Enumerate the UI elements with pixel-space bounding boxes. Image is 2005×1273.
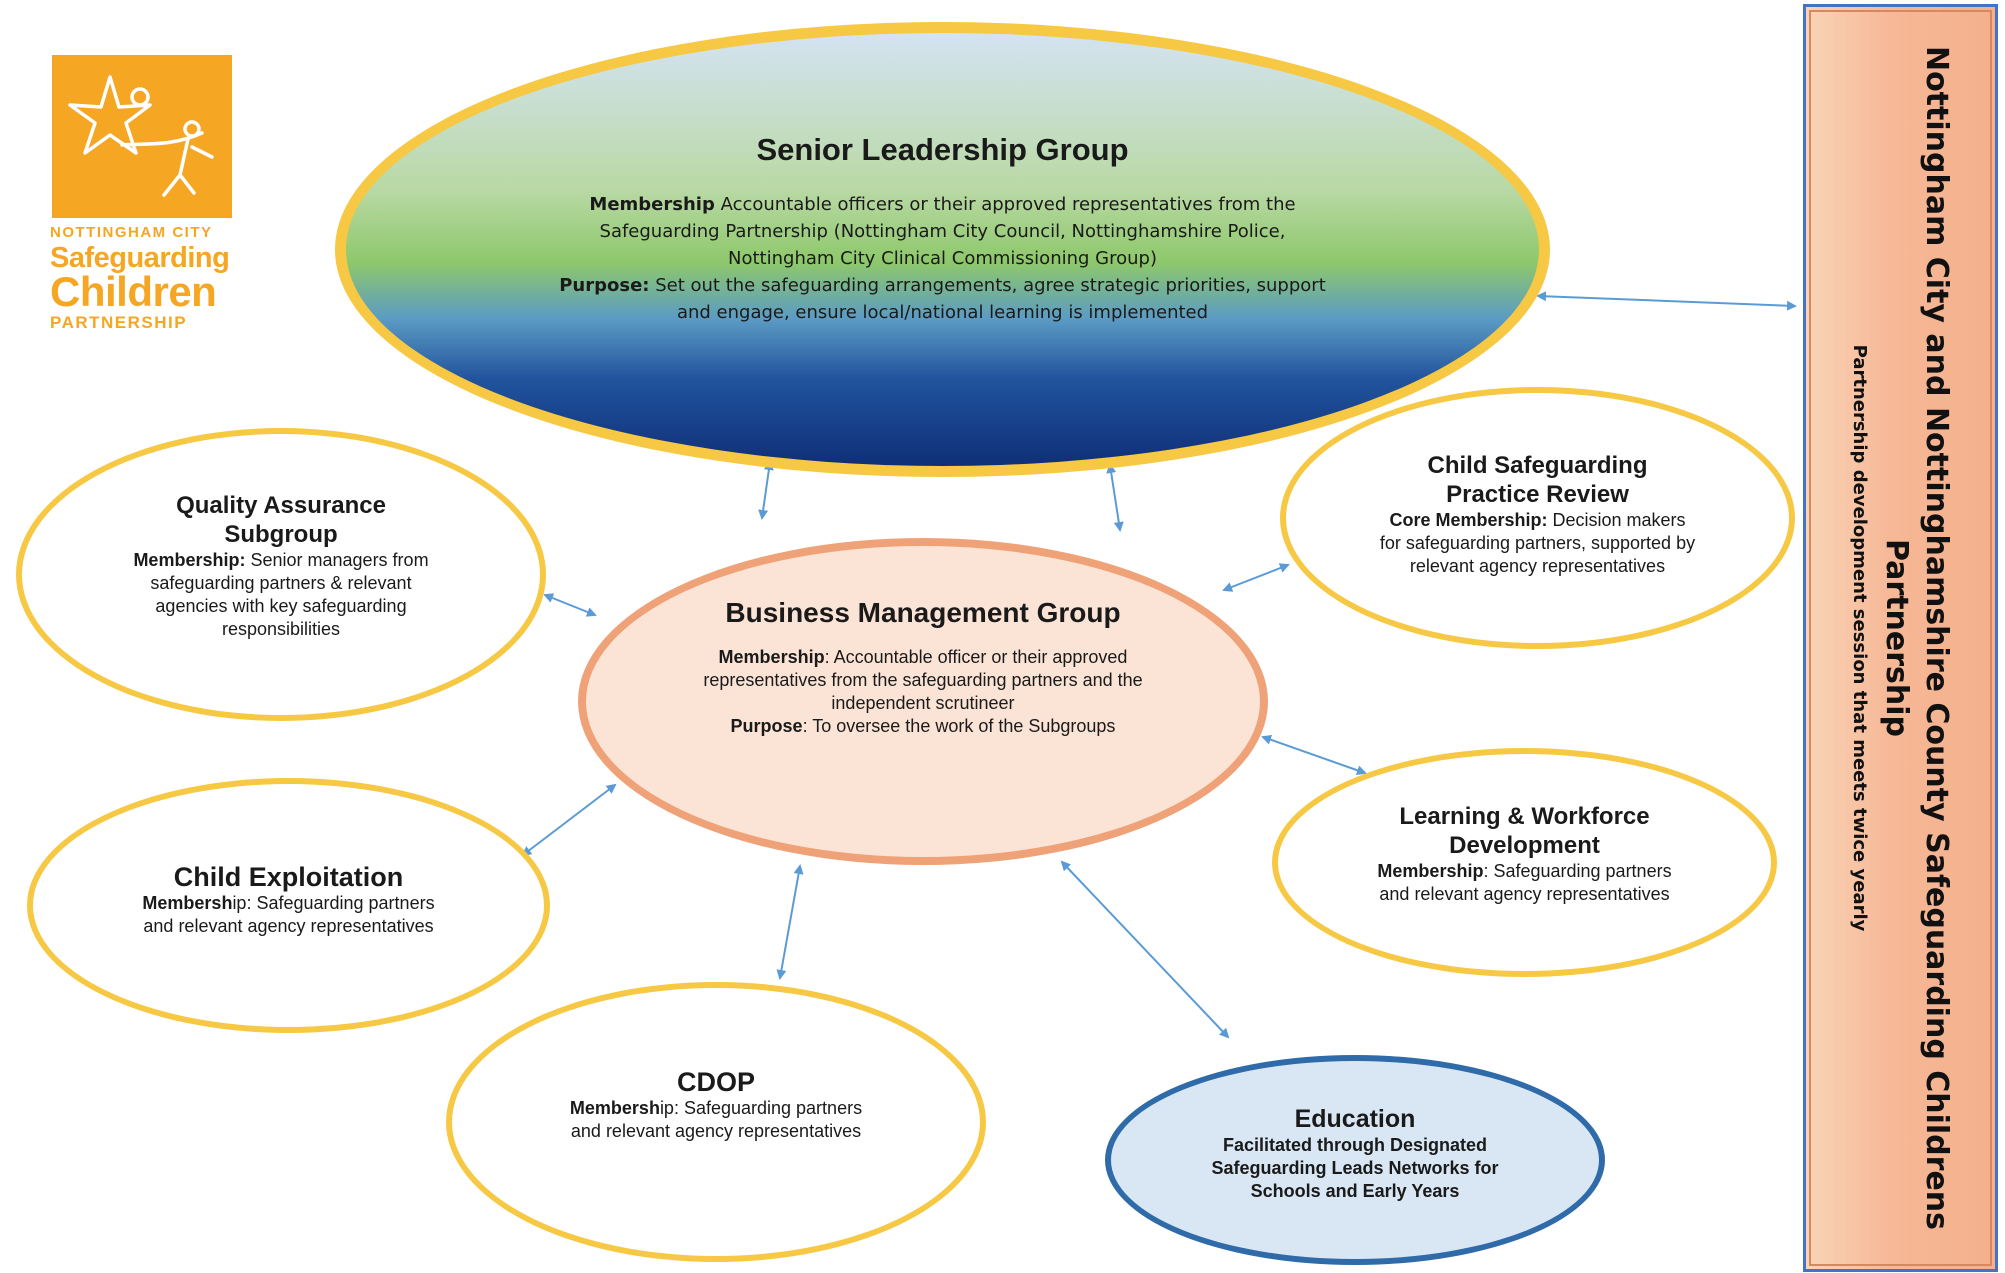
partnership-rotated-text: Nottingham City and Nottinghamshire Coun… — [1846, 43, 1956, 1233]
logo-wordmark: NOTTINGHAM CITY Safeguarding Children PA… — [50, 224, 230, 332]
business-management-group-node: Business Management Group Membership: Ac… — [578, 538, 1268, 865]
slg-purpose-text: Set out the safeguarding arrangements, a… — [655, 275, 1326, 323]
logo-line-3: Children — [50, 268, 217, 315]
child-exploitation-node: Child Exploitation Membership: Safeguard… — [27, 778, 550, 1033]
slg-purpose-label: Purpose: — [559, 275, 650, 296]
arrow-qa-bmg — [543, 593, 597, 617]
learning-workforce-description: Membership: Safeguarding partners and re… — [1375, 860, 1675, 906]
slg-membership-text: Accountable officers or their approved r… — [599, 194, 1296, 269]
arrow-slg-bmg-right — [1106, 463, 1124, 532]
arrow-slg-partnership — [1536, 291, 1797, 311]
arrow-csp-bmg — [1222, 563, 1290, 592]
csp-membership-text: Decision makers for safeguarding partner… — [1379, 509, 1696, 576]
arrow-slg-bmg-left — [758, 460, 774, 520]
education-description: Facilitated through Designated Safeguard… — [1211, 1135, 1499, 1201]
cdop-membership-label: Membersh — [569, 1097, 660, 1118]
cdop-title: CDOP — [676, 1066, 755, 1097]
learning-workforce-title: Learning & Workforce Development — [1399, 802, 1650, 859]
senior-leadership-description: Membership Accountable officers or their… — [548, 191, 1338, 326]
qa-membership-text: Senior managers from safeguarding partne… — [150, 549, 429, 639]
senior-leadership-title: Senior Leadership Group — [756, 132, 1129, 167]
ce-membership-text: ip: Safeguarding partners and relevant a… — [143, 893, 435, 936]
arrow-ce-bmg — [521, 783, 617, 857]
cdop-membership-text: ip: Safeguarding partners and relevant a… — [570, 1097, 863, 1141]
logo-line-2: Safeguarding — [50, 242, 230, 274]
csp-membership-label: Core Membership: — [1389, 509, 1548, 530]
quality-assurance-node: Quality Assurance Subgroup Membership: S… — [16, 428, 546, 721]
safeguarding-partnership-panel: Nottingham City and Nottinghamshire Coun… — [1803, 4, 1998, 1272]
child-exploitation-title: Child Exploitation — [173, 862, 404, 892]
lwd-membership-text: : Safeguarding partners and relevant age… — [1379, 860, 1672, 904]
bmg-membership-label: Membership — [718, 647, 825, 667]
education-title: Education — [1294, 1105, 1416, 1133]
arrow-lwd-bmg — [1261, 734, 1367, 776]
slg-membership-label: Membership — [589, 194, 715, 215]
business-management-title: Business Management Group — [725, 597, 1121, 628]
ce-membership-label: Membersh — [142, 893, 233, 913]
senior-leadership-group-node: Senior Leadership Group Membership Accou… — [335, 22, 1550, 477]
star-and-children-icon — [68, 75, 214, 197]
bmg-membership-text: : Accountable officer or their approved … — [703, 647, 1143, 713]
cdop-description: Membership: Safeguarding partners and re… — [566, 1097, 866, 1143]
partnership-subtitle: Partnership development session that mee… — [1848, 344, 1870, 932]
learning-workforce-development-node: Learning & Workforce Development Members… — [1272, 748, 1777, 977]
logo-square — [52, 55, 232, 218]
arrow-cdop-bmg — [776, 864, 804, 980]
education-node: Education Facilitated through Designated… — [1105, 1055, 1605, 1265]
csp-review-description: Core Membership: Decision makers for saf… — [1378, 509, 1698, 578]
logo-line-4: PARTNERSHIP — [50, 313, 188, 332]
partnership-title: Nottingham City and Nottinghamshire Coun… — [1878, 45, 1954, 1231]
arrow-edu-bmg — [1060, 860, 1230, 1039]
csp-review-title: Child Safeguarding Practice Review — [1427, 451, 1648, 508]
cdop-node: CDOP Membership: Safeguarding partners a… — [446, 982, 986, 1262]
bmg-purpose-label: Purpose — [730, 716, 803, 736]
quality-assurance-title: Quality Assurance Subgroup — [176, 491, 386, 548]
bmg-purpose-text: : To oversee the work of the Subgroups — [802, 716, 1116, 736]
partnership-logo: NOTTINGHAM CITY Safeguarding Children PA… — [50, 55, 240, 340]
child-exploitation-description: Membership: Safeguarding partners and re… — [139, 892, 439, 938]
logo-line-1: NOTTINGHAM CITY — [50, 224, 213, 241]
business-management-description: Membership: Accountable officer or their… — [703, 646, 1143, 738]
quality-assurance-description: Membership: Senior managers from safegua… — [121, 549, 441, 641]
qa-membership-label: Membership: — [133, 549, 246, 570]
child-safeguarding-practice-review-node: Child Safeguarding Practice Review Core … — [1280, 387, 1795, 649]
lwd-membership-label: Membership — [1377, 860, 1484, 881]
